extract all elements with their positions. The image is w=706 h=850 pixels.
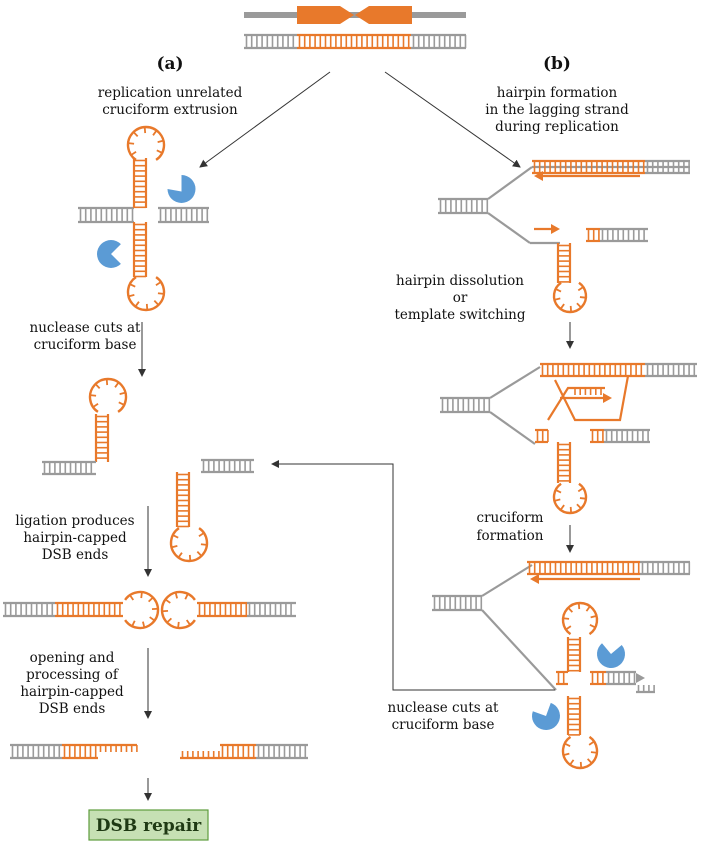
label-ligation-2: hairpin-capped [23, 530, 127, 546]
label-b-top-1: hairpin formation [497, 85, 618, 101]
label-dissolution-3: template switching [394, 307, 525, 323]
replication-fork-1 [438, 159, 690, 314]
inverted-repeat-top [244, 6, 467, 50]
dsb-repair-box: DSB repair [88, 809, 209, 841]
label-nuclease-b-2: cruciform base [392, 717, 495, 733]
label-ligation-1: ligation produces [15, 513, 134, 529]
hairpin-capped-end-left [3, 590, 160, 630]
processed-end-left [10, 743, 138, 760]
hairpin-capped-end-right [160, 590, 296, 630]
cleaved-hairpin-left [42, 377, 128, 476]
nuclease-pacman-icon [167, 175, 196, 204]
panel-b-label: (b) [543, 54, 571, 74]
label-a-top-2: cruciform extrusion [102, 102, 238, 118]
label-nuclease-a-1: nuclease cuts at [30, 320, 141, 336]
label-opening-4: DSB ends [39, 701, 106, 717]
label-dissolution-1: hairpin dissolution [396, 273, 524, 289]
label-a-top-1: replication unrelated [98, 85, 243, 101]
label-opening-3: hairpin-capped [20, 684, 124, 700]
top-duplex [244, 33, 467, 50]
label-b-top-3: during replication [495, 119, 619, 135]
label-cruciform-formation-2: formation [477, 528, 544, 544]
arrow-feedback-to-cleavage [271, 460, 555, 691]
label-opening-1: opening and [30, 650, 115, 666]
label-dissolution-2: or [453, 290, 468, 306]
arrow-to-b [384, 71, 521, 168]
nuclease-pacman-icon [532, 702, 560, 730]
replication-fork-3 [432, 560, 691, 770]
label-opening-2: processing of [26, 667, 119, 683]
label-nuclease-b-1: nuclease cuts at [388, 700, 499, 716]
label-nuclease-a-2: cruciform base [34, 337, 137, 353]
nuclease-pacman-icon [597, 643, 625, 668]
cruciform-a [78, 125, 209, 312]
dsb-repair-label: DSB repair [96, 816, 202, 836]
label-cruciform-formation-1: cruciform [477, 510, 544, 526]
label-ligation-3: DSB ends [42, 547, 109, 563]
cleaved-hairpin-right [169, 458, 254, 563]
panel-a-label: (a) [156, 54, 183, 74]
nuclease-pacman-icon [96, 240, 121, 268]
replication-fork-2 [440, 362, 697, 515]
arrow-to-a [199, 71, 331, 168]
processed-end-right [180, 743, 308, 760]
label-b-top-2: in the lagging strand [485, 102, 629, 118]
inverted-repeat-arrows-icon [297, 6, 412, 24]
